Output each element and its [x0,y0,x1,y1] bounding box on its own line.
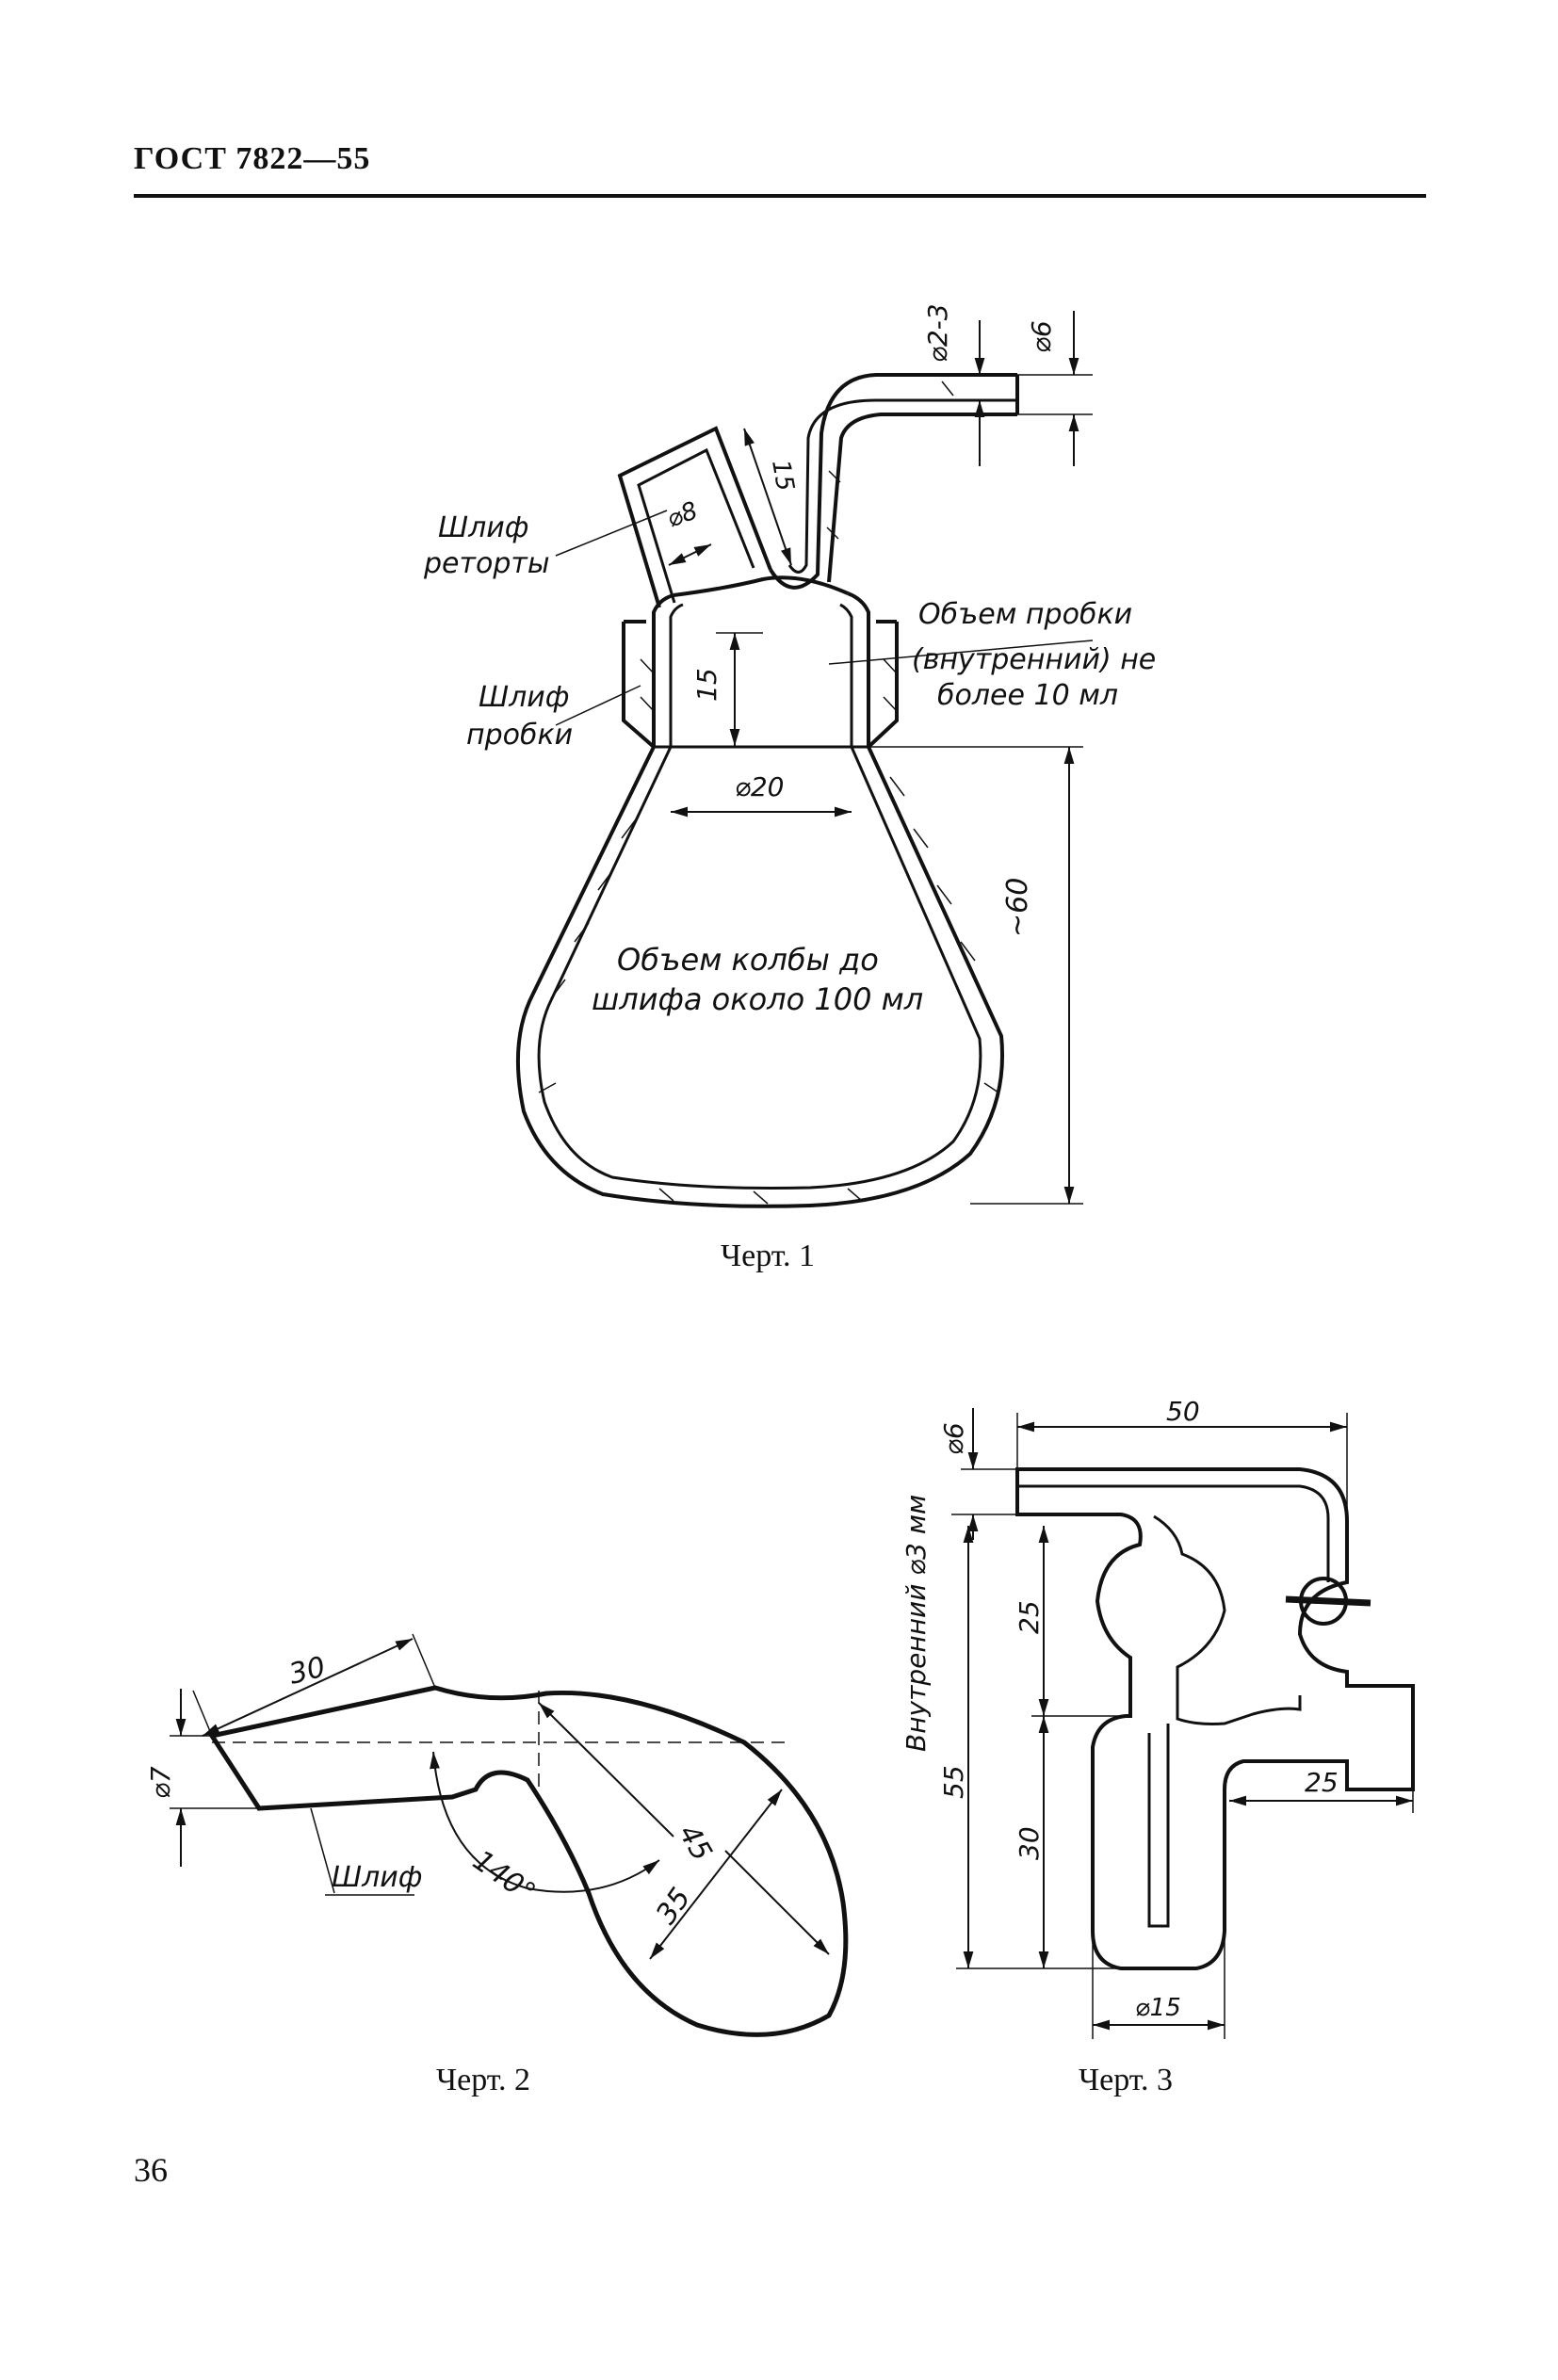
stopper-dome [673,575,849,597]
fig2-diagonal-dim: 45 [672,1820,718,1868]
figure2-retort-drawing [170,1633,849,2037]
fig3-lower-height-dim: 30 [1014,1826,1045,1860]
tube-outer-lower [827,413,1017,583]
retort-length-dim: 15 [766,458,799,494]
fig3-upper-height-dim: 25 [1014,1600,1045,1634]
figure1-caption: Черт. 1 [721,1239,816,1273]
trap-inner [1147,1514,1302,1928]
flask-volume-label-2: шлифа около 100 мл [592,981,923,1017]
retort-joint-label-1: Шлиф [438,511,528,544]
figure2-caption: Черт. 2 [436,2063,531,2097]
figure1-flask-drawing [515,311,1094,1208]
stopcock-handle [1285,1595,1371,1607]
figure3-caption: Черт. 3 [1079,2063,1174,2097]
flask-body-outer [515,746,1005,1208]
wall-hatching [538,380,999,1205]
stopper-volume-label-2: (внутренний) не [912,643,1156,676]
fig3-bulb-diameter-dim: ⌀15 [1135,1994,1181,2022]
figure3-trap-drawing [951,1408,1415,2039]
flask-body-inner [537,746,982,1190]
fig2-bulb-dim: 35 [650,1882,698,1930]
neck-diameter-dim: ⌀20 [735,771,785,802]
trap-outline [1015,1467,1415,1970]
retort-arm-outer [617,426,772,608]
tube-outer-dim: ⌀6 [1026,320,1057,353]
standard-header: ГОСТ 7822—55 [134,141,371,176]
retort-arm-inner [637,447,755,604]
fig3-total-height-dim: 55 [938,1765,969,1799]
stopper-volume-label-1: Объем пробки [918,598,1132,631]
fig2-length-dim: 30 [285,1651,329,1692]
fig3-inner-note: Внутренний ⌀3 мм [901,1495,932,1752]
header-rule [134,194,1426,198]
flask-volume-label-1: Объем колбы до [617,942,879,978]
neck-right-outer [847,591,870,747]
fig3-width-dim: 50 [1166,1396,1200,1427]
neck-height-dim: 15 [691,668,722,702]
stopper-volume-label-3: более 10 мл [937,679,1118,712]
fig2-diameter-dim: ⌀7 [145,1766,176,1799]
stopper-joint-label-1: Шлиф [479,681,569,714]
trap-top-inner [1017,1484,1330,1582]
stopper-joint-label-2: пробки [466,719,573,752]
retort-diameter-dim: ⌀8 [663,496,702,533]
neck-right-inner [839,603,853,747]
stopper-sleeve-right [867,620,899,749]
retort-joint-label-2: реторты [423,547,550,580]
stopper-sleeve-left [622,620,656,749]
fig3-side-length-dim: 25 [1305,1767,1339,1798]
fig2-angle-dim: 140° [466,1844,541,1910]
neck-left-outer [652,593,674,747]
tube-u-bend [769,373,1017,590]
page-number: 36 [134,2151,168,2189]
fig2-joint-label: Шлиф [332,1861,422,1894]
tube-inner-wall [787,398,1017,574]
retort-outline [207,1685,849,2037]
neck-left-inner [669,603,684,747]
tube-inner-dim: ⌀2-3 [922,303,953,363]
flask-height-dim: ~60 [1001,878,1034,937]
figure1-dimension-lines [555,311,1094,1205]
fig3-tube-diameter-dim: ⌀6 [938,1422,969,1455]
